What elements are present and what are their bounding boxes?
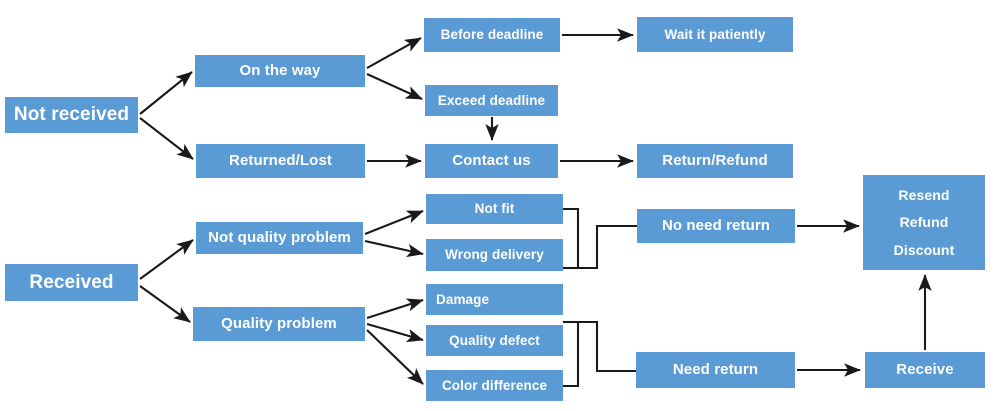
edge-not-received-to-returned-lost — [139, 117, 194, 160]
node-exceed-deadline[interactable]: Exceed deadline — [425, 85, 558, 116]
node-resend-refund-discount[interactable]: Resend Refund Discount — [863, 175, 985, 270]
edge-not-quality-to-wrong-delivery — [364, 239, 424, 258]
edge-bus-upper-branch — [578, 224, 637, 270]
node-receive[interactable]: Receive — [865, 352, 985, 388]
edge-bus-lower-branch — [578, 320, 636, 373]
edge-received-to-not-quality — [139, 239, 194, 280]
edge-quality-to-quality-defect — [366, 322, 424, 343]
edge-quality-to-damage — [366, 298, 424, 319]
edge-on-the-way-to-before-deadline — [366, 37, 422, 69]
node-need-return[interactable]: Need return — [636, 352, 795, 388]
edge-bus-not-fit — [563, 207, 580, 268]
outcome-refund: Refund — [899, 214, 949, 231]
node-not-quality-problem[interactable]: Not quality problem — [196, 222, 363, 254]
node-color-difference[interactable]: Color difference — [426, 370, 563, 401]
edge-quality-to-color-difference — [366, 329, 424, 385]
node-returned-lost[interactable]: Returned/Lost — [196, 144, 365, 178]
node-not-received[interactable]: Not received — [5, 97, 138, 133]
node-quality-defect[interactable]: Quality defect — [426, 325, 563, 356]
outcome-discount: Discount — [893, 242, 955, 259]
node-received[interactable]: Received — [5, 264, 138, 301]
node-no-need-return[interactable]: No need return — [637, 209, 795, 243]
edge-on-the-way-to-exceed-deadline — [366, 73, 423, 100]
node-damage[interactable]: Damage — [426, 284, 563, 315]
node-not-fit[interactable]: Not fit — [426, 194, 563, 224]
outcome-resend: Resend — [898, 186, 950, 203]
node-wrong-delivery[interactable]: Wrong delivery — [426, 239, 563, 271]
node-wait-it-patiently[interactable]: Wait it patiently — [637, 17, 793, 52]
edge-not-quality-to-not-fit — [364, 210, 424, 235]
node-contact-us[interactable]: Contact us — [425, 144, 558, 178]
node-quality-problem[interactable]: Quality problem — [193, 307, 365, 341]
edge-received-to-quality — [139, 285, 191, 323]
edge-bus-color-difference — [563, 322, 580, 388]
node-before-deadline[interactable]: Before deadline — [424, 18, 560, 52]
node-on-the-way[interactable]: On the way — [195, 55, 365, 87]
node-return-refund[interactable]: Return/Refund — [637, 144, 793, 178]
edge-not-received-to-on-the-way — [139, 71, 193, 115]
